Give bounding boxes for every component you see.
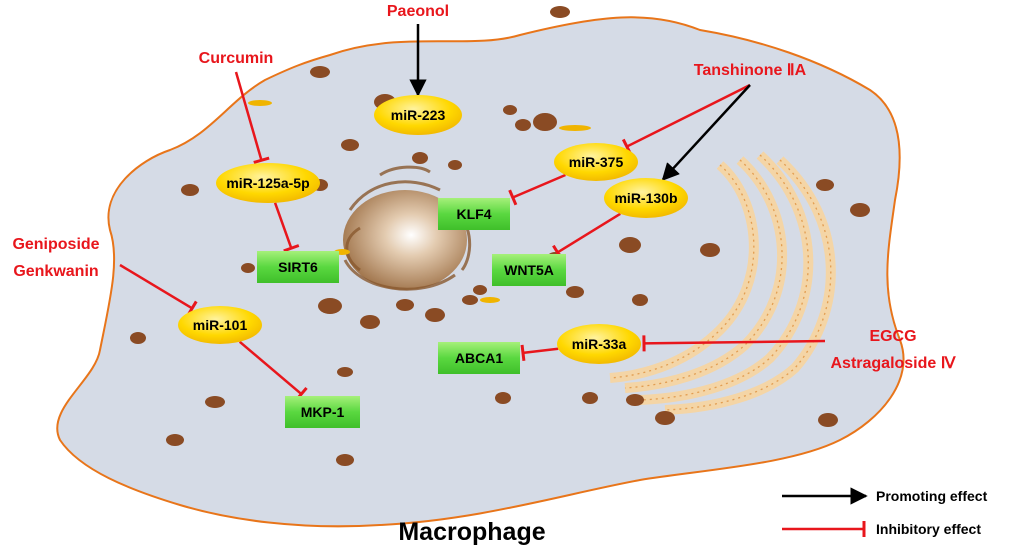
mirna-label: miR-33a [572, 336, 627, 352]
granule [205, 396, 225, 408]
granule [495, 392, 511, 404]
legend: Promoting effect Inhibitory effect [782, 488, 988, 537]
gene-label: ABCA1 [455, 350, 503, 366]
granule [396, 299, 414, 311]
gene-klf4: KLF4 [438, 198, 510, 230]
mirna-mir130b: miR-130b [604, 178, 688, 218]
granule [503, 105, 517, 115]
granule [360, 315, 380, 329]
drug-egcg: EGCG [869, 328, 916, 345]
granule [241, 263, 255, 273]
granule [515, 119, 531, 131]
granule [582, 392, 598, 404]
gene-label: SIRT6 [278, 259, 318, 275]
granule [336, 454, 354, 466]
mirna-mir33a: miR-33a [557, 324, 641, 364]
granule [412, 152, 428, 164]
gene-label: WNT5A [504, 262, 554, 278]
granule-yellow [559, 125, 591, 131]
granule [818, 413, 838, 427]
mirna-mir101: miR-101 [178, 306, 262, 344]
gene-mkp1: MKP-1 [285, 396, 360, 428]
granule [473, 285, 487, 295]
granule [655, 411, 675, 425]
diagram-title: Macrophage [398, 518, 545, 546]
granule [310, 66, 330, 78]
gene-abca1: ABCA1 [438, 342, 520, 374]
legend-inhibit-label: Inhibitory effect [876, 521, 981, 537]
drug-geniposide: Geniposide [12, 236, 99, 253]
granule [130, 332, 146, 344]
legend-promote-label: Promoting effect [876, 488, 988, 504]
granule [566, 286, 584, 298]
drug-curcumin: Curcumin [199, 50, 274, 67]
mirna-mir223: miR-223 [374, 95, 462, 135]
mirna-mir125: miR-125a-5p [216, 163, 320, 203]
granule [318, 298, 342, 314]
granule [533, 113, 557, 131]
drug-tanshinone: Tanshinone ⅡA [694, 62, 807, 79]
drug-paeonol: Paeonol [387, 3, 449, 20]
mirna-label: miR-101 [193, 317, 248, 333]
mirna-label: miR-125a-5p [226, 175, 309, 191]
granule [181, 184, 199, 196]
granule [816, 179, 834, 191]
granule [462, 295, 478, 305]
granule-yellow [480, 297, 500, 303]
granule [626, 394, 644, 406]
granule [700, 243, 720, 257]
inhibit-bar [522, 345, 524, 361]
mirna-label: miR-223 [391, 107, 446, 123]
mirna-mir375: miR-375 [554, 143, 638, 181]
granule [341, 139, 359, 151]
drug-genkwanin: Genkwanin [13, 263, 98, 280]
granule [550, 6, 570, 18]
gene-label: KLF4 [457, 206, 492, 222]
gene-sirt6: SIRT6 [257, 251, 339, 283]
granule [166, 434, 184, 446]
gene-wnt5a: WNT5A [492, 254, 566, 286]
granule-yellow [248, 100, 272, 106]
granule [632, 294, 648, 306]
granule [448, 160, 462, 170]
mirna-label: miR-130b [614, 190, 677, 206]
gene-label: MKP-1 [301, 404, 345, 420]
granule [619, 237, 641, 253]
drug-astragaloside: Astragaloside Ⅳ [830, 355, 956, 372]
granule [337, 367, 353, 377]
mirna-label: miR-375 [569, 154, 624, 170]
granule [425, 308, 445, 322]
granule [850, 203, 870, 217]
